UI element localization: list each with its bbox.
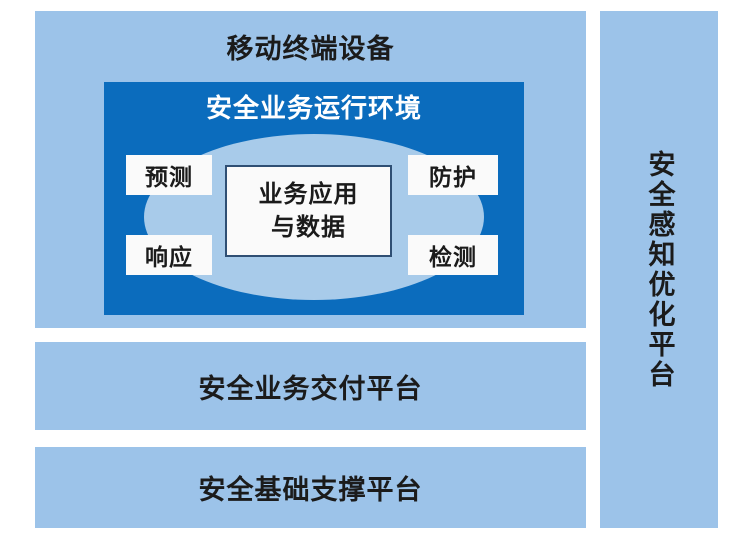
capability-box-predict: 预测 xyxy=(126,155,212,195)
capability-label-respond: 响应 xyxy=(145,245,193,271)
layer-mobile-terminal-device: 移动终端设备 安全业务运行环境 预测 响应 防护 检测 业务应用 与数据 xyxy=(35,11,586,328)
capability-label-protect: 防护 xyxy=(429,165,477,191)
core-box-business-application-and-data: 业务应用 与数据 xyxy=(225,165,392,257)
capability-box-detect: 检测 xyxy=(408,235,498,275)
capability-label-detect: 检测 xyxy=(429,245,477,271)
capability-box-protect: 防护 xyxy=(408,155,498,195)
layer-mobile-terminal-device-label: 移动终端设备 xyxy=(226,34,395,65)
capability-box-respond: 响应 xyxy=(126,235,212,275)
secure-business-runtime-environment-title: 安全业务运行环境 xyxy=(205,94,422,124)
layer-security-business-delivery-platform-label: 安全业务交付平台 xyxy=(198,373,423,405)
layer-security-business-delivery-platform: 安全业务交付平台 xyxy=(35,342,586,430)
capability-label-predict: 预测 xyxy=(145,165,193,191)
secure-business-runtime-environment: 安全业务运行环境 预测 响应 防护 检测 业务应用 与数据 xyxy=(104,82,524,315)
sidebar-security-awareness-optimization-platform: 安全感知优化平台 xyxy=(600,11,718,528)
core-box-line-2: 与数据 xyxy=(271,213,346,241)
sidebar-security-awareness-optimization-platform-label: 安全感知优化平台 xyxy=(643,149,675,390)
core-box-line-1: 业务应用 xyxy=(258,180,359,208)
layer-security-foundation-support-platform: 安全基础支撑平台 xyxy=(35,447,586,528)
layer-security-foundation-support-platform-label: 安全基础支撑平台 xyxy=(198,475,423,506)
